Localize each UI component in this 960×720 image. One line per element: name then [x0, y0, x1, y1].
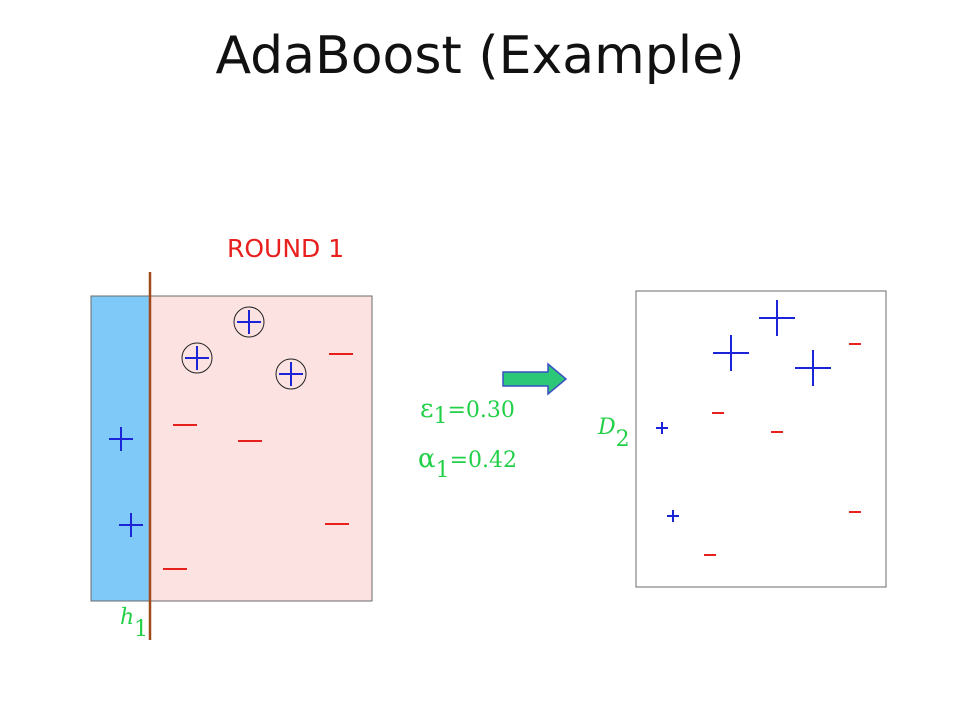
epsilon-symbol: ε: [420, 394, 433, 424]
stump-subscript: 1: [134, 617, 148, 642]
positive-point-small: [667, 510, 679, 522]
round1-points: [109, 306, 353, 570]
formulas: ε1=0.30 α1=0.42: [418, 394, 517, 483]
alpha-subscript: 1: [436, 458, 450, 483]
positive-point: [185, 346, 209, 370]
round-label: ROUND 1: [227, 234, 345, 263]
d2-frame: [635, 290, 887, 588]
right-arrow-icon: [502, 362, 568, 396]
alpha-formula: α1=0.42: [418, 444, 517, 483]
epsilon-subscript: 1: [433, 404, 447, 429]
distribution-subscript: 2: [616, 427, 630, 452]
d2-panel: D2: [597, 290, 887, 588]
positive-point-large: [795, 350, 831, 386]
right-region: [150, 296, 372, 601]
alpha-symbol: α: [418, 444, 436, 474]
distribution-label: D2: [597, 415, 630, 452]
positive-point-large: [759, 300, 795, 336]
distribution-symbol: D: [597, 415, 616, 440]
positive-point: [109, 427, 133, 451]
positive-point-large: [713, 335, 749, 371]
misclassified-circle: [275, 358, 307, 390]
positive-point: [279, 362, 303, 386]
round1-panel: h1: [90, 272, 373, 642]
d2-points: [656, 300, 861, 556]
stump-symbol: h: [120, 605, 134, 630]
round1-frame: [90, 295, 373, 602]
positive-point-small: [656, 422, 668, 434]
slide-title: AdaBoost (Example): [215, 26, 745, 86]
misclassified-circle: [233, 306, 265, 338]
epsilon-formula: ε1=0.30: [420, 394, 515, 429]
alpha-value: =0.42: [450, 448, 517, 473]
epsilon-value: =0.30: [447, 398, 514, 423]
misclassified-circle: [181, 342, 213, 374]
positive-point: [119, 513, 143, 537]
positive-point: [237, 310, 261, 334]
stump-label: h1: [120, 605, 148, 642]
